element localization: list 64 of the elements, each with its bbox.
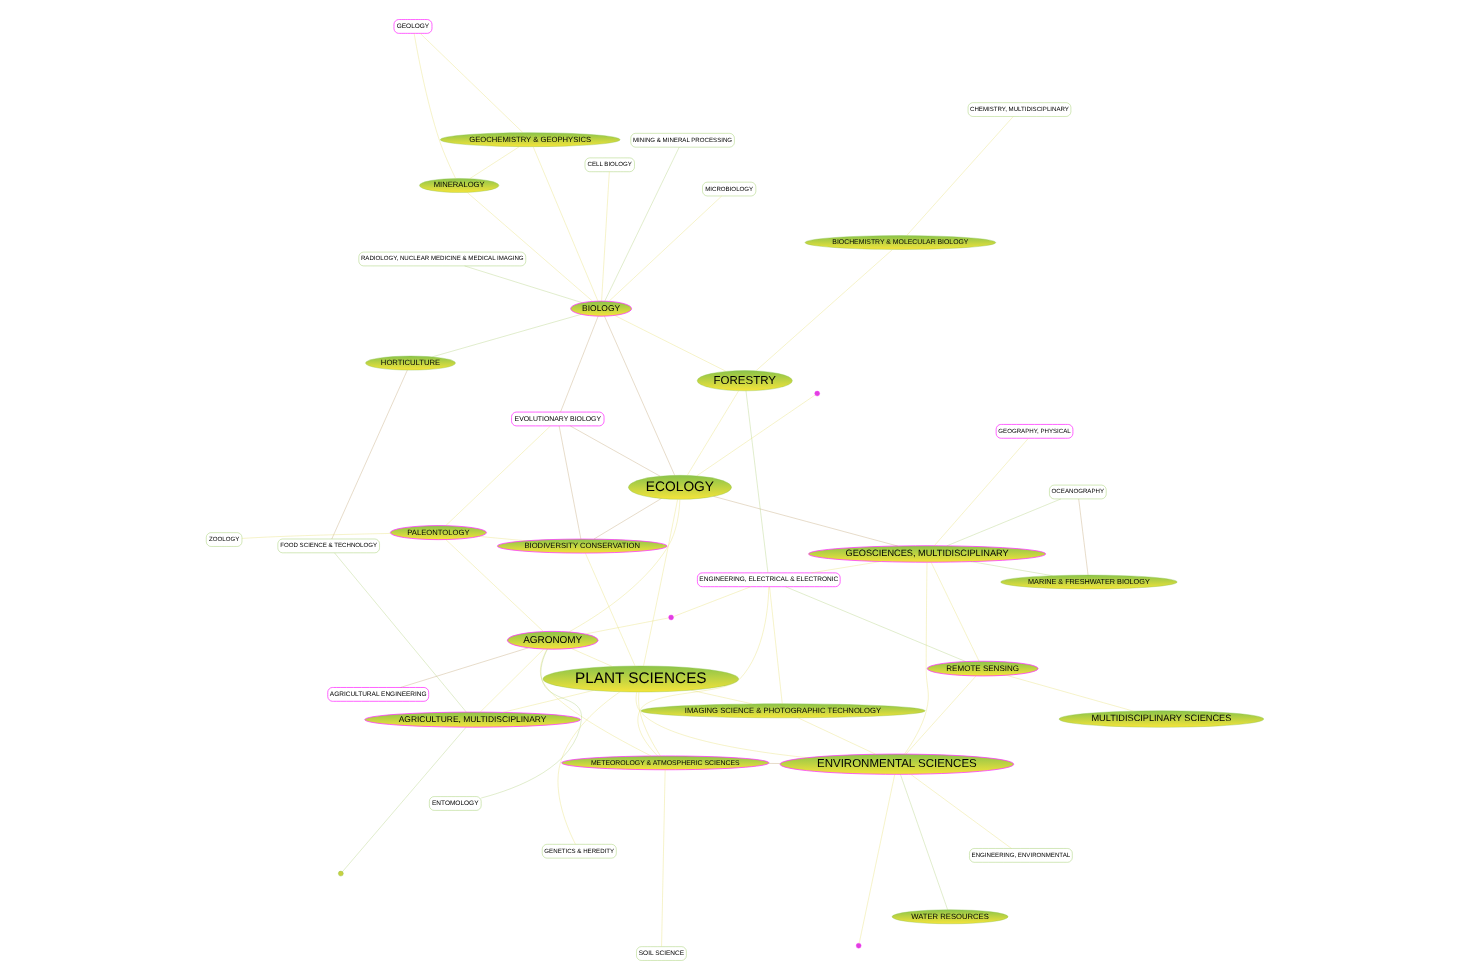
- node-circle: [855, 942, 861, 948]
- connector: [559, 315, 598, 412]
- connector: [466, 191, 592, 301]
- connector: [712, 495, 897, 546]
- connector: [479, 647, 543, 712]
- connector: [784, 585, 965, 661]
- node-circle: [667, 613, 673, 620]
- connector: [744, 389, 768, 572]
- connector: [341, 726, 466, 871]
- connector: [767, 762, 780, 763]
- node-ellipse: PLANT SCIENCES: [541, 664, 738, 692]
- connector: [613, 314, 726, 371]
- node-circle: [813, 389, 819, 396]
- connector: [634, 690, 807, 757]
- connector: [431, 313, 581, 357]
- connector: [642, 498, 677, 665]
- connector: [558, 424, 580, 539]
- connector: [418, 32, 522, 132]
- connector: [570, 647, 612, 666]
- connector: [333, 551, 466, 712]
- connector: [584, 552, 635, 666]
- connector: [689, 689, 752, 704]
- connector: [444, 538, 543, 631]
- connector: [810, 560, 881, 573]
- connector: [567, 498, 680, 632]
- connector: [556, 690, 620, 844]
- connector: [768, 585, 782, 703]
- connector: [929, 561, 979, 661]
- connector: [539, 648, 651, 756]
- connector: [686, 389, 738, 475]
- connector: [636, 585, 768, 756]
- connector: [463, 264, 582, 302]
- connector: [796, 716, 875, 754]
- connector: [905, 115, 1013, 235]
- connector: [858, 773, 894, 943]
- connector: [413, 32, 455, 178]
- connector: [468, 145, 519, 178]
- connector: [600, 170, 609, 301]
- connector: [637, 690, 660, 755]
- connector: [945, 497, 1061, 546]
- connector: [969, 560, 1052, 575]
- connector: [399, 646, 528, 687]
- connector: [477, 535, 525, 540]
- connector: [607, 194, 721, 301]
- connector: [903, 561, 928, 754]
- connector: [1077, 497, 1088, 575]
- connector: [501, 689, 593, 712]
- connector: [444, 424, 550, 525]
- connector: [899, 773, 947, 909]
- connector: [660, 768, 665, 946]
- node-circle: [337, 869, 343, 876]
- connector: [1005, 674, 1133, 711]
- connector: [569, 424, 660, 476]
- connector: [603, 315, 674, 475]
- connector: [240, 532, 390, 538]
- connector: [330, 369, 407, 539]
- connector: [754, 248, 892, 371]
- connector: [532, 145, 598, 301]
- connector: [904, 674, 976, 754]
- connector: [603, 146, 679, 301]
- connector: [909, 773, 1011, 848]
- connector: [584, 616, 668, 634]
- connector: [592, 497, 661, 539]
- connector: [480, 648, 581, 798]
